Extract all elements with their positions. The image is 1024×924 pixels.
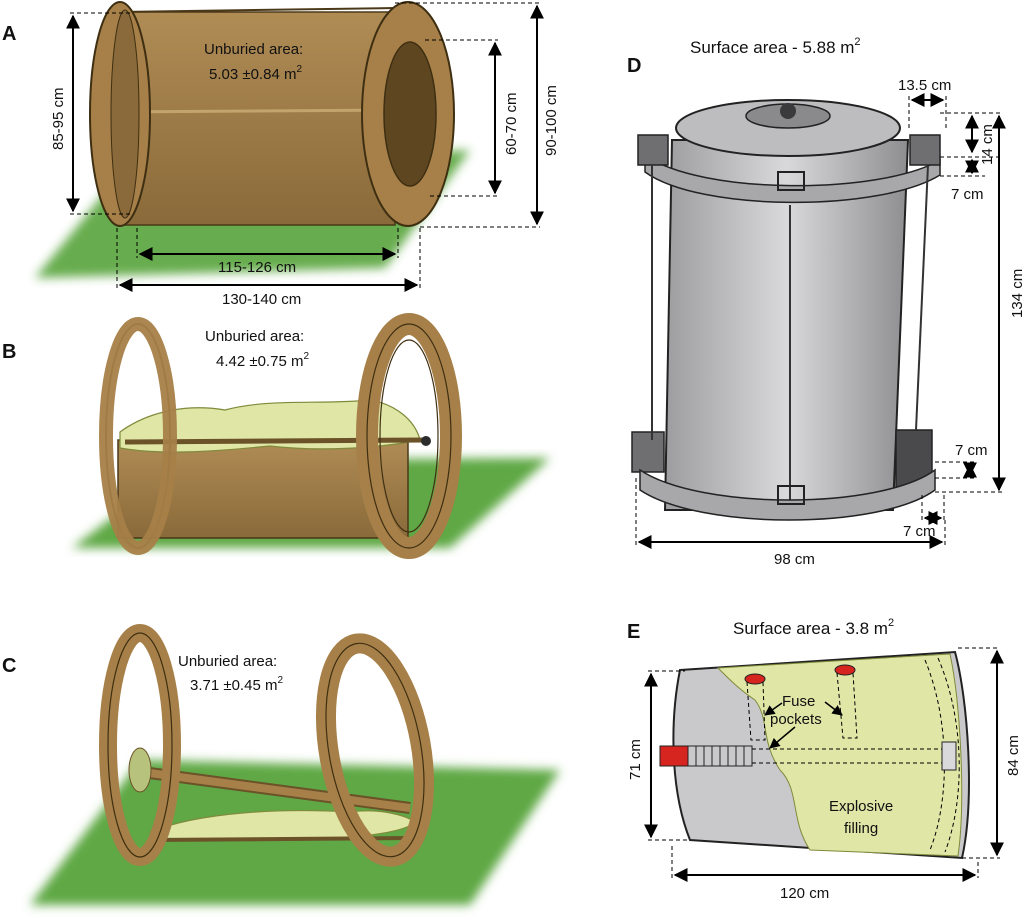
dim-d-bottom-offset: 7 cm bbox=[903, 523, 936, 540]
area-b-value: 4.42 ±0.75 m2 bbox=[216, 351, 309, 370]
explosive-container-e bbox=[659, 650, 970, 860]
dim-e-left: 71 cm bbox=[627, 739, 644, 780]
area-a-value: 5.03 ±0.84 m2 bbox=[209, 64, 302, 83]
area-c-value: 3.71 ±0.45 m2 bbox=[190, 675, 283, 694]
area-c-label: Unburied area: bbox=[178, 653, 277, 670]
dim-d-lug-height: 14 cm bbox=[979, 124, 996, 165]
steel-container-d bbox=[631, 99, 941, 521]
panel-c-letter: C bbox=[2, 655, 16, 677]
panel-b: B Unburied area: 4.42 ±0.75 m2 bbox=[2, 313, 550, 559]
cylinder-b bbox=[99, 313, 462, 559]
area-b-label: Unburied area: bbox=[205, 328, 304, 345]
filling-label-line1: Explosive bbox=[829, 798, 893, 815]
dim-a-outer-height: 85-95 cm bbox=[50, 87, 67, 150]
panel-e: E Surface area - 3.8 m2 Fuse bbox=[627, 617, 1022, 902]
panel-a-letter: A bbox=[2, 23, 16, 45]
panel-b-letter: B bbox=[2, 341, 16, 363]
panel-d-letter: D bbox=[627, 55, 641, 77]
dim-a-outer-diameter: 90-100 cm bbox=[543, 85, 560, 156]
panel-d: D Surface area - 5.88 m2 bbox=[627, 36, 1024, 568]
panel-d-title: Surface area - 5.88 m2 bbox=[690, 36, 861, 57]
area-a-label: Unburied area: bbox=[204, 41, 303, 58]
fuse-label-line2: pockets bbox=[770, 711, 822, 728]
dim-d-bottom-lug: 7 cm bbox=[955, 442, 988, 459]
cylinder-c bbox=[99, 624, 435, 867]
dim-a-inner-diameter: 60-70 cm bbox=[503, 92, 520, 155]
panel-e-title: Surface area - 3.8 m2 bbox=[733, 617, 894, 638]
dim-e-right: 84 cm bbox=[1005, 735, 1022, 776]
cylinder-a bbox=[89, 1, 455, 227]
panel-c: C Unburied area: 3.71 ±0.45 m2 bbox=[2, 624, 560, 905]
dim-d-top-gap: 7 cm bbox=[951, 186, 984, 203]
panel-a: A 85-95 cm 60-70 cm 90-100 cm bbox=[2, 1, 560, 308]
dim-a-outer-length: 130-140 cm bbox=[222, 291, 301, 308]
filling-label-line2: filling bbox=[844, 820, 878, 837]
dim-d-lug-width: 13.5 cm bbox=[898, 77, 951, 94]
dim-d-height: 134 cm bbox=[1009, 269, 1024, 318]
dim-a-inner-length: 115-126 cm bbox=[218, 259, 296, 276]
dim-e-length: 120 cm bbox=[780, 885, 829, 902]
dim-d-width: 98 cm bbox=[774, 551, 815, 568]
fuse-label-line1: Fuse bbox=[782, 693, 815, 710]
panel-e-letter: E bbox=[627, 621, 640, 643]
